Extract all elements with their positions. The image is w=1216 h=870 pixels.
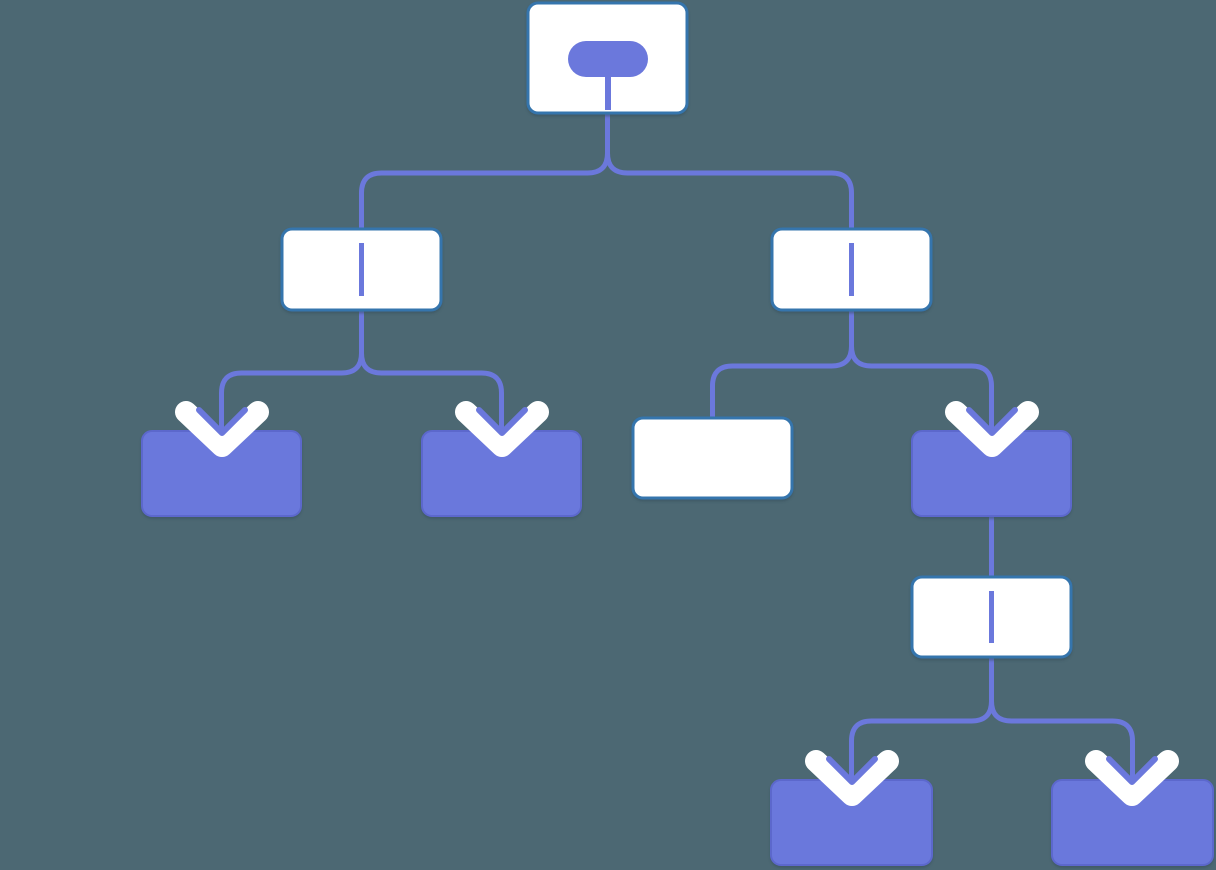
arrowhead-chevron bbox=[476, 407, 528, 436]
arrowhead-halo bbox=[945, 401, 1039, 457]
node-layer bbox=[141, 1, 1214, 866]
arrowhead-layer bbox=[175, 401, 1179, 806]
connector-e-r1-r2b bbox=[849, 310, 994, 440]
arrowhead-chevron bbox=[1106, 756, 1158, 785]
passthrough-line-layer bbox=[359, 243, 994, 643]
arrowhead-halo bbox=[805, 750, 899, 806]
connector-e-r3-r4b bbox=[989, 657, 1135, 789]
arrowhead-ah-r4b bbox=[1085, 750, 1179, 806]
arrowhead-ah-l2a bbox=[175, 401, 269, 457]
arrowhead-ah-l2b bbox=[455, 401, 549, 457]
arrowhead-chevron bbox=[196, 407, 248, 436]
node-root[interactable] bbox=[526, 1, 689, 115]
arrowhead-chevron bbox=[826, 756, 878, 785]
arrowhead-ah-r4a bbox=[805, 750, 899, 806]
edge-layer bbox=[219, 113, 1135, 789]
node-n-r2a[interactable] bbox=[631, 416, 794, 500]
passthrough-line-n-r3 bbox=[989, 591, 994, 643]
arrowhead-ah-r2b bbox=[945, 401, 1039, 457]
node-body[interactable] bbox=[631, 416, 794, 500]
arrowhead-halo bbox=[175, 401, 269, 457]
arrowhead-halo bbox=[1085, 750, 1179, 806]
connector-e-r1-r2a bbox=[710, 310, 854, 418]
arrowhead-halo bbox=[455, 401, 549, 457]
root-pill-glyph bbox=[568, 41, 648, 77]
arrowhead-chevron bbox=[966, 407, 1018, 436]
passthrough-line-n-r1 bbox=[849, 243, 854, 296]
connector-e-root-l1 bbox=[359, 113, 610, 229]
connector-e-l1-l2b bbox=[359, 310, 504, 440]
passthrough-line-n-l1 bbox=[359, 243, 364, 296]
connector-e-root-r1 bbox=[605, 113, 854, 229]
root-stem-glyph bbox=[605, 60, 611, 110]
